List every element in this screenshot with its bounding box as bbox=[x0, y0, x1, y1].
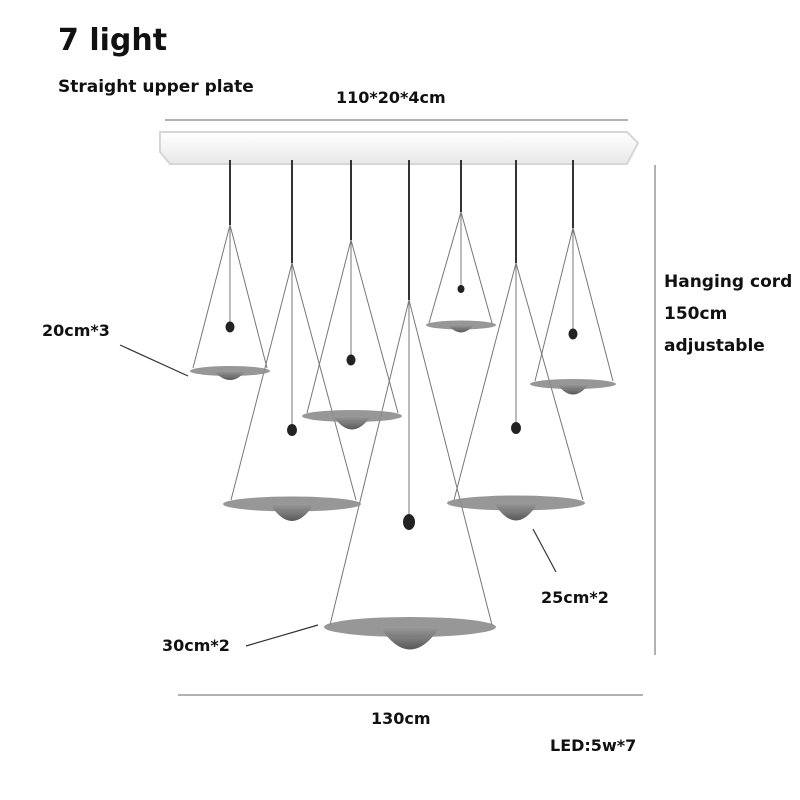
cord-group bbox=[229, 160, 574, 300]
lamp-shade-small-2 bbox=[426, 320, 496, 333]
hanging-cord-label: Hanging cord bbox=[664, 272, 793, 292]
product-title: 7 light bbox=[58, 23, 168, 58]
lamp-shade-medium-2 bbox=[223, 496, 361, 521]
lamp-shade-medium-1 bbox=[302, 410, 402, 430]
large-shade-label: 30cm*2 bbox=[162, 636, 230, 655]
ceiling-plate bbox=[159, 131, 640, 165]
lamp-shade-small-1 bbox=[190, 366, 270, 380]
cord-weight-group bbox=[225, 285, 578, 530]
hanging-cord-length: 150cm bbox=[664, 304, 728, 324]
callout-small-shade bbox=[119, 344, 189, 377]
plate-dimension-label: 110*20*4cm bbox=[336, 88, 446, 107]
callout-large-shade bbox=[245, 624, 319, 647]
callout-lines bbox=[119, 344, 557, 647]
overall-width-label: 130cm bbox=[371, 709, 431, 728]
led-spec-label: LED:5w*7 bbox=[550, 736, 637, 755]
suspension-wires bbox=[192, 211, 614, 626]
hanging-cord-adjustable: adjustable bbox=[664, 336, 765, 356]
plate-type-label: Straight upper plate bbox=[58, 77, 254, 97]
callout-medium-shade bbox=[532, 528, 557, 573]
medium-shade-label: 25cm*2 bbox=[541, 588, 609, 607]
lamp-shades bbox=[190, 320, 616, 650]
small-shade-label: 20cm*3 bbox=[42, 321, 110, 340]
lamp-shade-small-3 bbox=[530, 379, 616, 395]
lamp-shade-large bbox=[324, 617, 496, 650]
lamp-shade-medium-3 bbox=[447, 495, 585, 521]
